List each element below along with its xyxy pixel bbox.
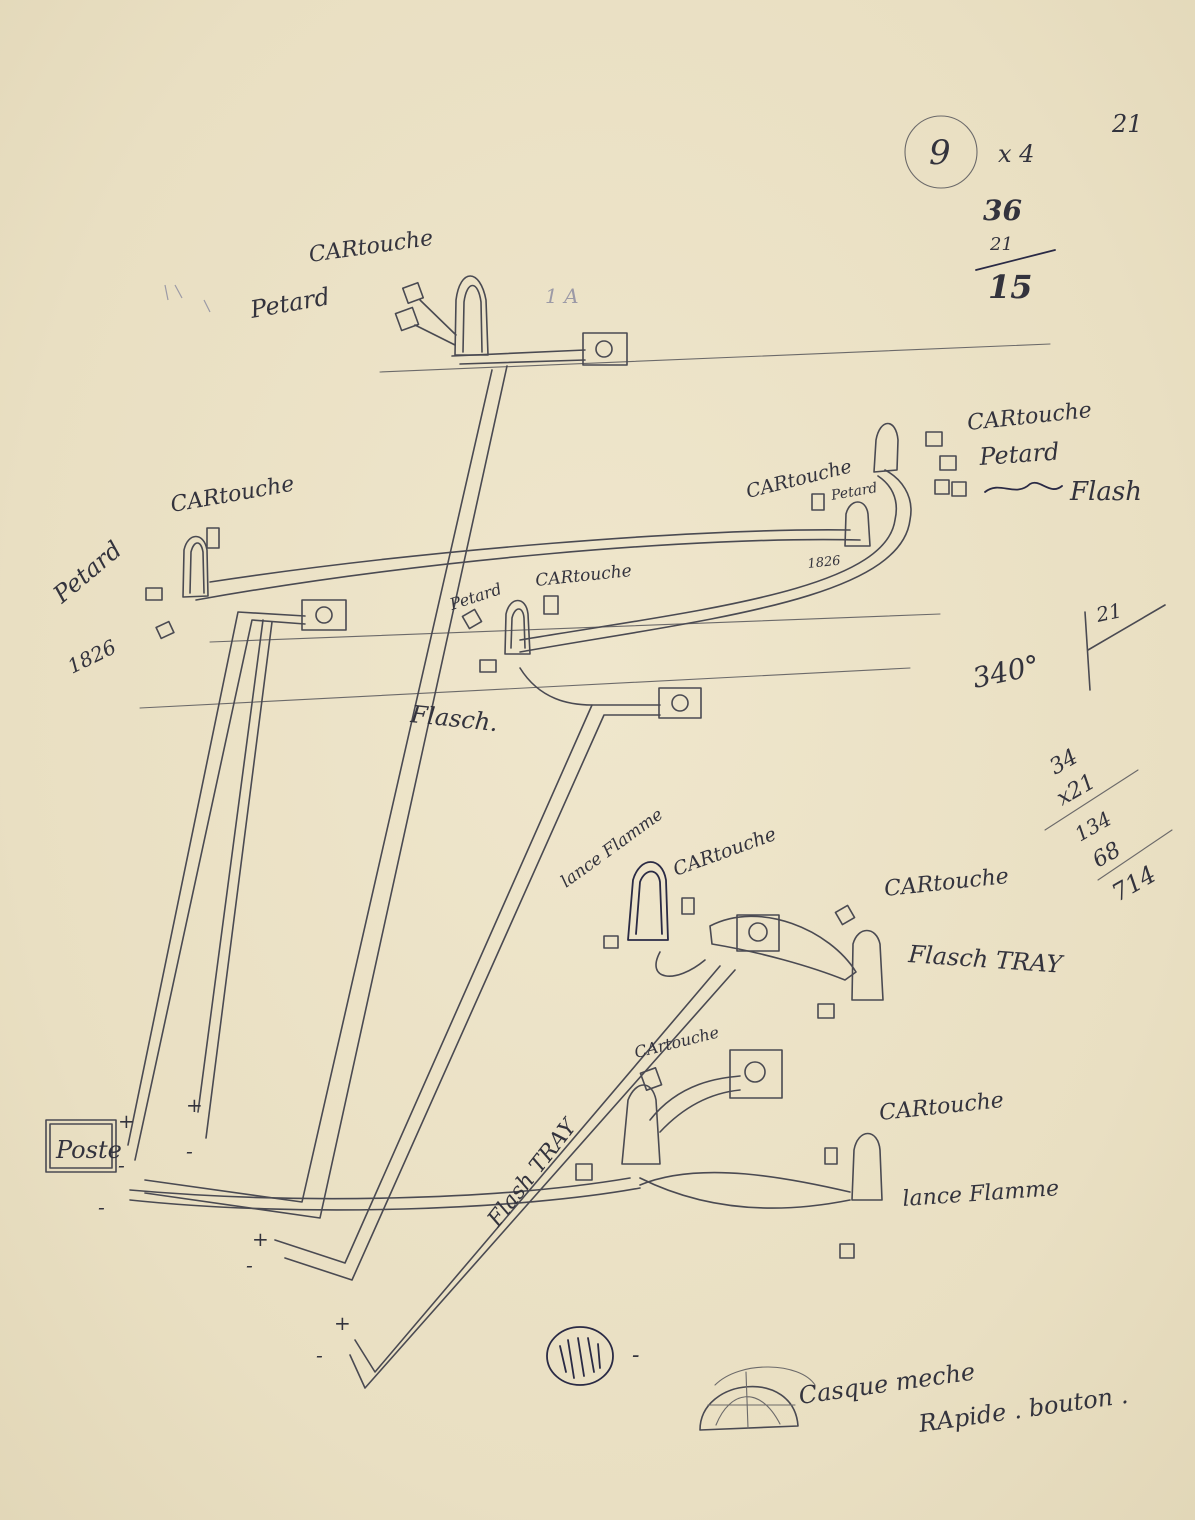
charge-lance-flamme-2 [851,1132,883,1201]
label-mid-1826: 1826 [807,554,841,572]
mult-d: 68 [1089,838,1126,874]
label-center-flasch: Flasch. [408,700,499,737]
charge-center [504,599,531,655]
sub-b: 21 [989,234,1013,255]
charge-top [454,275,489,356]
detonator-box-lower [729,1049,783,1099]
plus-sign: + [186,1093,203,1117]
detonator-box-top [582,332,628,366]
label-left-1826: 1826 [64,634,121,678]
small-tags [145,281,967,1259]
wire-left [127,529,861,1161]
detonator-box-center [658,687,702,719]
casque-helmet [699,1366,816,1431]
guide-lines [139,343,1051,709]
detonator-box-left [301,599,347,631]
label-right-flash: Flash [1069,477,1142,507]
minus-sign: - [118,1153,125,1177]
label-lance-flamme-1: lance Flamme [557,805,667,892]
sub-a: 36 [983,194,1022,227]
charge-flash-tray [621,1084,661,1165]
label-faint-letters: 1 A [545,284,579,308]
mult-result: 714 [1107,860,1161,907]
notes-graphics [904,115,1173,881]
label-rapide: RApide . bouton . [916,1381,1130,1438]
label-poste: Poste [55,1136,122,1164]
charge-mid-right [844,501,871,547]
minus-sign: - [246,1253,253,1277]
crossed-out-scribble [984,481,1063,493]
angle-value: 340° [970,649,1043,695]
label-cartouche-4: CARtouche [670,823,779,881]
faint-marks [164,284,211,313]
sub-result: 15 [988,268,1033,306]
minus-sign: - [98,1195,105,1219]
polarity-marks: + - - + - + - + - - [98,1093,639,1368]
detonator-box-tray [736,914,780,952]
poste-box [45,1119,117,1173]
wire-center [274,667,661,1281]
label-right-petard: Petard [977,437,1060,471]
scribble-mark [546,1326,614,1386]
charge-left [182,535,209,598]
label-right-cartouche: CARtouche [966,398,1093,436]
note-top-right: 21 [1111,110,1143,138]
charge-right [873,422,899,473]
charge-flasch-tray [709,915,884,1001]
wire-top [144,349,586,1219]
label-top-petard: Petard [247,282,332,324]
label-flash-tray: Flash TRAY [482,1113,583,1232]
label-casque: Casque meche [797,1357,977,1409]
label-top-cartouche: CARtouche [307,226,434,268]
times-four: x 4 [998,140,1034,168]
label-cartouche-5: CARtouche [883,864,1010,902]
label-left-cartouche: CARtouche [169,472,297,518]
minus-sign: - [632,1343,639,1368]
circled-number: 9 [929,133,951,173]
calculations: 9 x 4 21 36 21 15 340° 21 34 x21 134 68 … [929,110,1161,907]
label-cartouche-7: CARtouche [878,1088,1005,1126]
charge-lance-flamme-1 [627,861,669,941]
minus-sign: - [186,1139,193,1163]
wire-lower [129,951,851,1389]
label-mid-petard: Petard [829,480,879,504]
plus-sign: + [118,1109,135,1133]
label-left-petard: Petard [47,536,127,610]
label-center-petard: Petard [446,579,504,614]
labels: CARtouche Petard 1 A CARtouche Petard Fl… [47,226,1142,1438]
label-flasch-tray: Flasch TRAY [907,940,1065,979]
label-center-cartouche: CARtouche [534,561,632,591]
angle-21: 21 [1093,598,1124,627]
plus-sign: + [334,1311,351,1335]
label-cartouche-6: CArtouche [632,1023,721,1062]
wire-right-loop [519,469,912,653]
detonator-boxes [301,332,783,1099]
label-lance-flamme-2: lance Flamme [902,1176,1060,1212]
plus-sign: + [252,1227,269,1251]
minus-sign: - [316,1343,323,1367]
